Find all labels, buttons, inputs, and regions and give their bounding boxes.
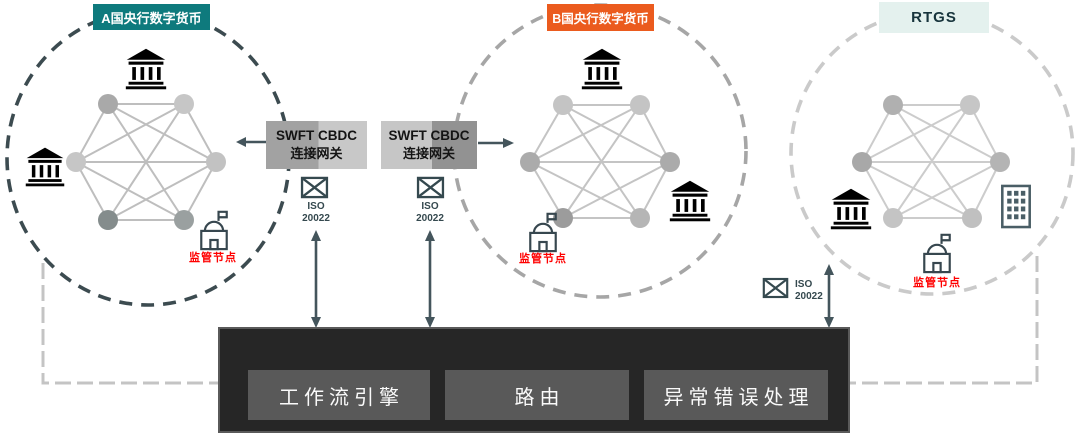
iso20022-envelope-icon	[762, 277, 789, 299]
cluster-a-badge: A国央行数字货币	[93, 4, 210, 30]
module-error-handling: 异常错误处理	[644, 370, 828, 420]
arrow-gateway2-engine	[425, 230, 435, 328]
government-flag-icon	[529, 212, 557, 253]
arrow-gateway1-engine	[311, 230, 321, 328]
network-rtgs-edges	[860, 104, 1002, 219]
iso20022-label: ISO 20022	[403, 201, 457, 225]
swft-cbdc-gateway-2: SWFT CBDC 连接网关	[381, 121, 477, 169]
regulator-node-label: 监管节点	[913, 277, 961, 289]
government-flag-icon	[923, 233, 951, 274]
bank-icon	[125, 48, 167, 90]
government-flag-icon	[200, 210, 228, 251]
module-routing: 路由	[445, 370, 629, 420]
cluster-b-boundary	[452, 3, 748, 299]
gateway-title: SWFT CBDC	[276, 127, 357, 143]
network-rtgs-nodes	[852, 95, 1010, 228]
connector-cluster-a-to-engine	[41, 263, 218, 385]
network-a-edges	[74, 103, 218, 221]
bank-icon	[669, 180, 711, 222]
iso-line2: 20022	[302, 213, 330, 224]
iso20022-label: ISO 20022	[289, 201, 343, 225]
gateway-subtitle: 连接网关	[402, 146, 455, 162]
network-b-nodes	[520, 95, 680, 228]
module-workflow-engine: 工作流引擎	[248, 370, 430, 420]
connector-cluster-rtgs-to-engine	[850, 256, 1039, 385]
iso20022-label: ISO 20022	[795, 279, 845, 303]
regulator-node-label: 监管节点	[189, 252, 237, 264]
iso-line2: 20022	[795, 291, 823, 302]
cluster-rtgs-boundary	[789, 10, 1075, 296]
gateway-title: SWFT CBDC	[388, 127, 470, 143]
arrow-rtgs-engine	[824, 264, 834, 328]
cluster-rtgs-badge: RTGS	[879, 2, 989, 33]
engine-container: 工作流引擎 路由 异常错误处理	[218, 327, 850, 433]
cluster-b-badge: B国央行数字货币	[547, 4, 654, 31]
bank-icon	[830, 188, 872, 230]
network-a-nodes	[66, 94, 226, 230]
regulator-node-label: 监管节点	[519, 253, 567, 265]
iso20022-envelope-icon	[300, 176, 329, 199]
office-building-icon	[1001, 184, 1031, 229]
iso20022-envelope-icon	[416, 176, 445, 199]
iso-line1: ISO	[795, 279, 813, 290]
swft-cbdc-gateway-1: SWFT CBDC 连接网关	[266, 121, 367, 169]
bank-icon	[25, 147, 65, 187]
arrow-gateway2-cluster-b	[478, 138, 514, 148]
gateway-subtitle: 连接网关	[290, 146, 343, 162]
iso-line1: ISO	[421, 201, 439, 212]
iso-line2: 20022	[416, 213, 444, 224]
network-b-edges	[528, 104, 672, 219]
bank-icon	[581, 48, 623, 90]
iso-line1: ISO	[307, 201, 325, 212]
